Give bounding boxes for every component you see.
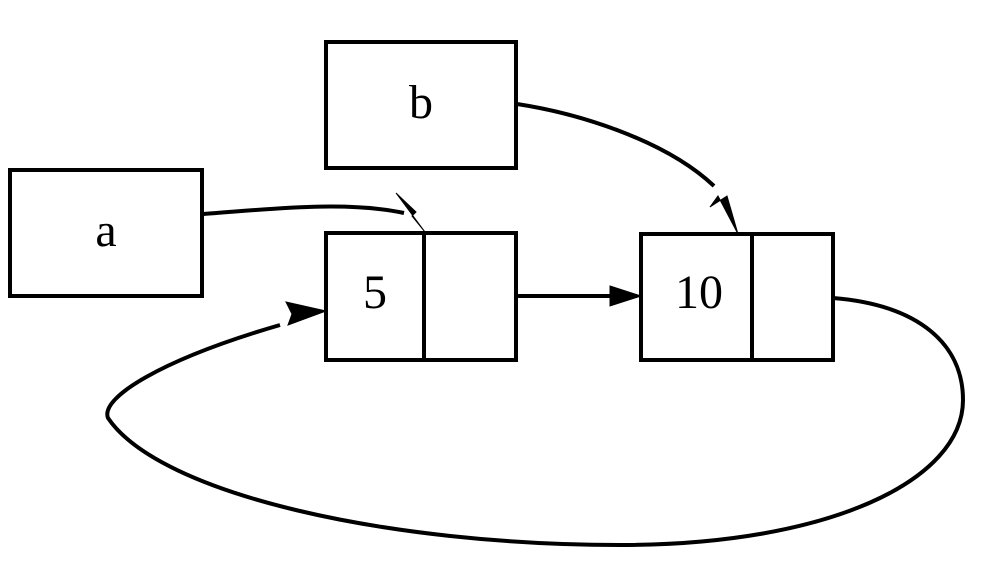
edge-b-to-node10[interactable] xyxy=(516,102,739,235)
edge-a-to-node5-line xyxy=(201,204,405,216)
pointer-b-label: b xyxy=(409,76,433,129)
pointer-a-rect[interactable] xyxy=(8,168,204,298)
edge-node10-to-node5-arrowhead-icon xyxy=(285,301,328,326)
edge-node10-to-node5-cycle[interactable] xyxy=(105,296,966,548)
edge-node10-to-node5-cycle-line xyxy=(105,296,966,548)
list-node-10-value: 10 xyxy=(675,266,723,319)
pointer-node-a[interactable]: a xyxy=(8,168,204,298)
list-node-5-value: 5 xyxy=(363,266,387,319)
list-node-10[interactable]: 10 xyxy=(639,232,835,362)
pointer-a-label: a xyxy=(95,204,116,257)
edge-b-to-node10-arrowhead-icon xyxy=(709,195,739,235)
pointer-b-rect[interactable] xyxy=(324,40,518,170)
list-node-10-rect[interactable] xyxy=(639,232,835,362)
edge-b-to-node10-line xyxy=(516,102,716,188)
edge-a-to-node5-arrowhead-icon xyxy=(395,192,426,233)
edge-a-to-node5[interactable] xyxy=(201,192,426,233)
edge-node5-to-node10-arrowhead-icon xyxy=(609,285,643,307)
list-node-5[interactable]: 5 xyxy=(324,231,518,362)
list-node-5-rect[interactable] xyxy=(324,231,518,362)
pointer-node-b[interactable]: b xyxy=(324,40,518,170)
edge-node5-to-node10[interactable] xyxy=(517,285,643,307)
